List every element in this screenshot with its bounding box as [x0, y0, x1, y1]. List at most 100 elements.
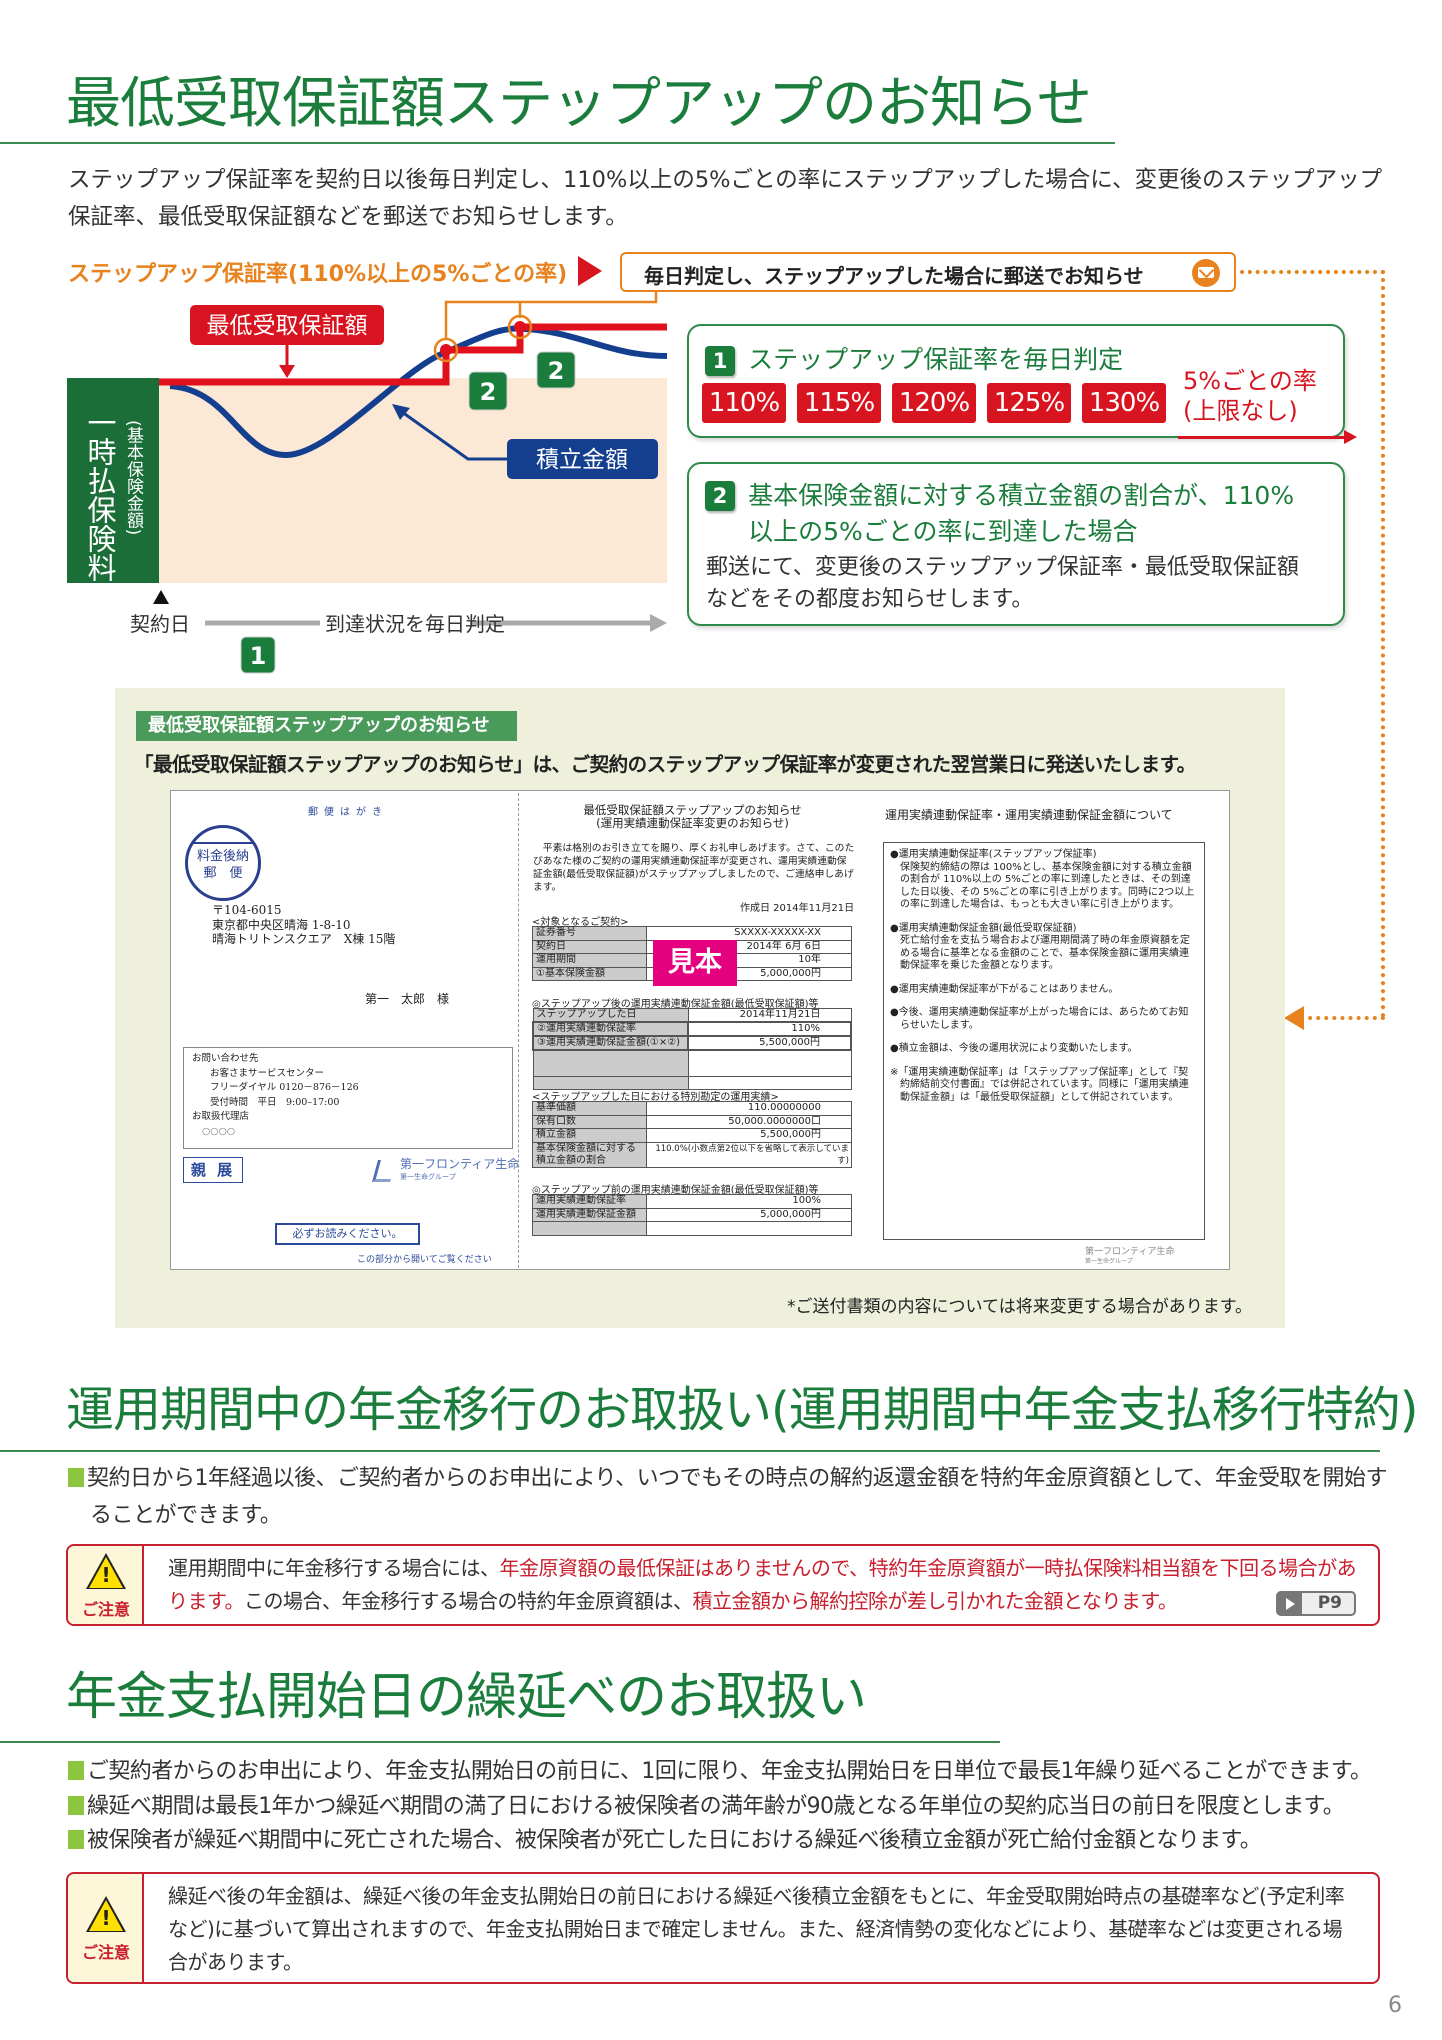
- rate-pill-115: 115%: [797, 383, 881, 423]
- card-logo: 第一フロンティア生命 第一生命グループ: [1085, 1248, 1174, 1266]
- explanation-box: ●運用実績連動保証率(ステップアップ保証率) 保険契約締結の際は 100%とし、…: [883, 842, 1205, 1240]
- postage-stamp: 料金後納 郵 便: [185, 825, 261, 901]
- table-cell-label: ステップアップした日: [532, 1008, 689, 1023]
- warning-icon-fill: [89, 1557, 123, 1588]
- table-cell-label: [532, 1075, 689, 1090]
- explanation-title: 運用実績連動保証率・運用実績連動保証金額について: [885, 808, 1173, 822]
- section3-bullet-2-text: 繰延べ期間は最長1年かつ繰延べ期間の満了日における被保険者の満年齢が90歳となる…: [87, 1794, 1345, 1819]
- caution-part2: 年金原資額の最低保証はありませんので、特約年金原資額が一時払保険料相当額を下回る…: [168, 1556, 1357, 1613]
- stamp-line2: 郵 便: [203, 866, 243, 881]
- contract-date-marker-icon: [153, 590, 169, 604]
- arrow-left-icon: [1284, 1006, 1304, 1030]
- timeline-arrow-icon: [650, 614, 667, 632]
- badge-2b: [536, 351, 576, 389]
- step2-title: 基本保険金額に対する積立金額の割合が、110% 以上の5%ごとの率に到達した場合: [748, 478, 1294, 550]
- bullet-square-icon: [68, 1830, 84, 1849]
- rate-arrow-line: [1178, 436, 1346, 439]
- step2-box: [687, 462, 1345, 626]
- dotted-connector-vertical: [1381, 270, 1385, 1018]
- badge-2a: [468, 371, 508, 411]
- bullet-square-icon: [68, 1796, 84, 1815]
- table-cell-value: 5,500,000円: [646, 1128, 852, 1143]
- intro-text: ステップアップ保証率を契約日以後毎日判定し、110%以上の5%ごとの率にステップ…: [68, 167, 1383, 230]
- table-cell-label: 保有口数: [532, 1114, 647, 1129]
- letter-title-line1: 最低受取保証額ステップアップのお知らせ: [583, 803, 802, 817]
- title-rule: [0, 142, 1115, 144]
- section3-rule: [0, 1741, 1000, 1743]
- accumulated-label-box: [507, 439, 658, 479]
- caution-icon-area: ! ご注意: [68, 1546, 144, 1624]
- contact-center: お客さまサービスセンター: [210, 1067, 325, 1079]
- explanation-item: ●運用実績連動保証率が下がることはありません。: [890, 983, 1119, 995]
- explanation-item: ●積立金額は、今後の運用状況により変動いたします。: [890, 1043, 1138, 1054]
- letter-table-heading: ◎ステップアップ後の運用実績連動保証金額(最低受取保証額)等: [532, 999, 819, 1010]
- rate-note-line1: 5%ごとの率: [1183, 367, 1317, 395]
- timeline-label: 到達状況を毎日判定: [325, 612, 505, 636]
- recipient-name: 第一 太郎 様: [365, 992, 450, 1006]
- sample-description: 「最低受取保証額ステップアップのお知らせ」は、ご契約のステップアップ保証率が変更…: [134, 753, 1196, 776]
- accumulated-curve: [169, 325, 668, 459]
- agency-name: ○○○○: [202, 1125, 236, 1137]
- table-cell-label: 証券番号: [532, 926, 647, 941]
- badge-2a-text: 2: [480, 378, 497, 406]
- badge-1-text: 1: [250, 642, 267, 670]
- table-row: [532, 1075, 852, 1090]
- stepup-point-1: [433, 337, 459, 363]
- contact-box: お問い合わせ先 お客さまサービスセンター フリーダイヤル 0120－876－12…: [183, 1047, 513, 1149]
- section3-bullet-1-text: ご契約者からのお申出により、年金支払開始日の前日に、1回に限り、年金支払開始日を…: [87, 1759, 1372, 1784]
- caution-label: ご注意: [81, 1943, 130, 1962]
- badge-1: [240, 636, 276, 674]
- section3-bullet-3: 被保険者が繰延べ期間中に死亡された場合、被保険者が死亡した日における繰延べ後積立…: [68, 1822, 1262, 1854]
- company-sub: 第一生命グループ: [400, 1173, 456, 1181]
- table-cell-value: 2014年11月21日: [687, 1008, 852, 1023]
- chart-area: [159, 378, 667, 583]
- page-ref-link[interactable]: P9: [1276, 1591, 1356, 1616]
- section3-bullet-1: ご契約者からのお申出により、年金支払開始日の前日に、1回に限り、年金支払開始日を…: [68, 1753, 1372, 1785]
- company-name: 第一フロンティア生命: [400, 1157, 520, 1171]
- label-arrow-down-icon: [279, 365, 295, 378]
- step2-body: 郵送にて、変更後のステップアップ保証率・最低受取保証額 などをその都度お知らせし…: [706, 552, 1299, 616]
- table-cell-label: 運用実績連動保証率: [532, 1194, 647, 1209]
- table-cell-value: [687, 1075, 852, 1090]
- rate-heading: ステップアップ保証率(110%以上の5%ごとの率): [68, 262, 568, 287]
- section2-rule: [0, 1450, 1380, 1452]
- stamp-divider: [192, 842, 254, 844]
- rate-note-line2: (上限なし): [1183, 397, 1298, 425]
- letter-table-heading: <ステップアップした日における特別勘定の運用実績>: [532, 1092, 779, 1103]
- section3-caution: ! ご注意 繰延べ後の年金額は、繰延べ後の年金支払開始日の前日における繰延べ後積…: [66, 1872, 1380, 1984]
- table-cell-value: [687, 1049, 852, 1077]
- contract-date-label: 契約日: [130, 612, 190, 636]
- step2-title-line1: 基本保険金額に対する積立金額の割合が、110%: [748, 481, 1295, 510]
- step2-title-line2: 以上の5%ごとの率に到達した場合: [748, 517, 1138, 546]
- section2-bullet-text: 契約日から1年経過以後、ご契約者からのお申出により、いつでもその時点の解約返還金…: [87, 1466, 1387, 1528]
- step1-heading: 1 ステップアップ保証率を毎日判定: [705, 340, 1123, 376]
- mail-icon: [1192, 259, 1220, 287]
- table-cell-value: SXXXX-XXXXX-XX: [646, 926, 852, 941]
- contact-hours: 受付時間 平日 9:00–17:00: [210, 1096, 340, 1108]
- step2-body-line1: 郵送にて、変更後のステップアップ保証率・最低受取保証額: [706, 555, 1299, 580]
- table-cell-value: 5,500,000円: [687, 1035, 852, 1051]
- table-cell-label: 契約日: [532, 939, 647, 954]
- min-guarantee-line: [159, 323, 667, 386]
- table-cell-label: 積立金額: [532, 1128, 647, 1143]
- stepup-diagram: 最低受取保証額 2 2 積立金額 一時払保険料 (基本保険金額) 契約日 到達状…: [67, 292, 668, 674]
- explanation-item: ●運用実績連動保証金額(最低受取保証額) 死亡給付金を支払う場合および運用期間満…: [890, 922, 1190, 972]
- accumulated-arrow-icon: [392, 404, 410, 420]
- letter-title-line2: (運用実績連動保証率変更のお知らせ): [596, 816, 789, 830]
- warning-icon-fill: [89, 1900, 123, 1931]
- rate-pill-125: 125%: [987, 383, 1071, 423]
- address: 〒104-6015 東京都中央区晴海 1-8-10 晴海トリトンスクエア X棟 …: [212, 903, 395, 947]
- warning-exclamation: !: [101, 1906, 111, 1930]
- step2-badge: 2: [705, 481, 735, 511]
- caution-part1: 運用期間中に年金移行する場合には、: [168, 1556, 500, 1580]
- table-cell-label: 基準価額: [532, 1101, 647, 1116]
